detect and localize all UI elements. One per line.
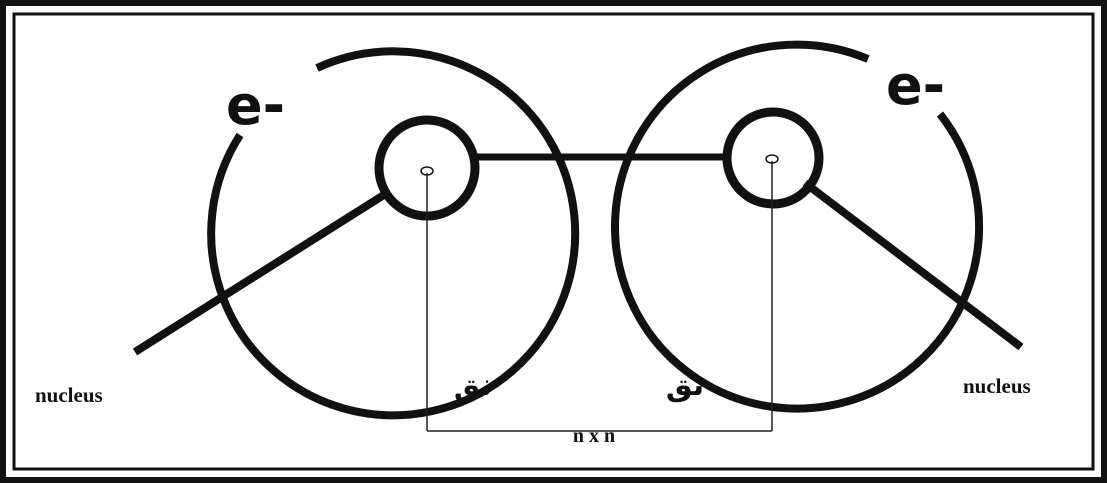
right-electron-label: e- <box>886 54 945 117</box>
right-nucleus-pointer <box>802 179 1024 351</box>
left-nucleus-arabic-label: نق <box>454 368 492 403</box>
distance-label: n x n <box>573 425 615 447</box>
inner-frame <box>12 12 1095 471</box>
left-nucleus-pointer <box>132 189 390 356</box>
right-electron-shell <box>610 40 983 413</box>
left-nucleus-label: nucleus <box>35 383 103 407</box>
left-electron-label: e- <box>226 74 285 137</box>
right-nucleus-arabic-label: نق <box>666 368 704 403</box>
right-nucleus-label: nucleus <box>963 374 1031 398</box>
